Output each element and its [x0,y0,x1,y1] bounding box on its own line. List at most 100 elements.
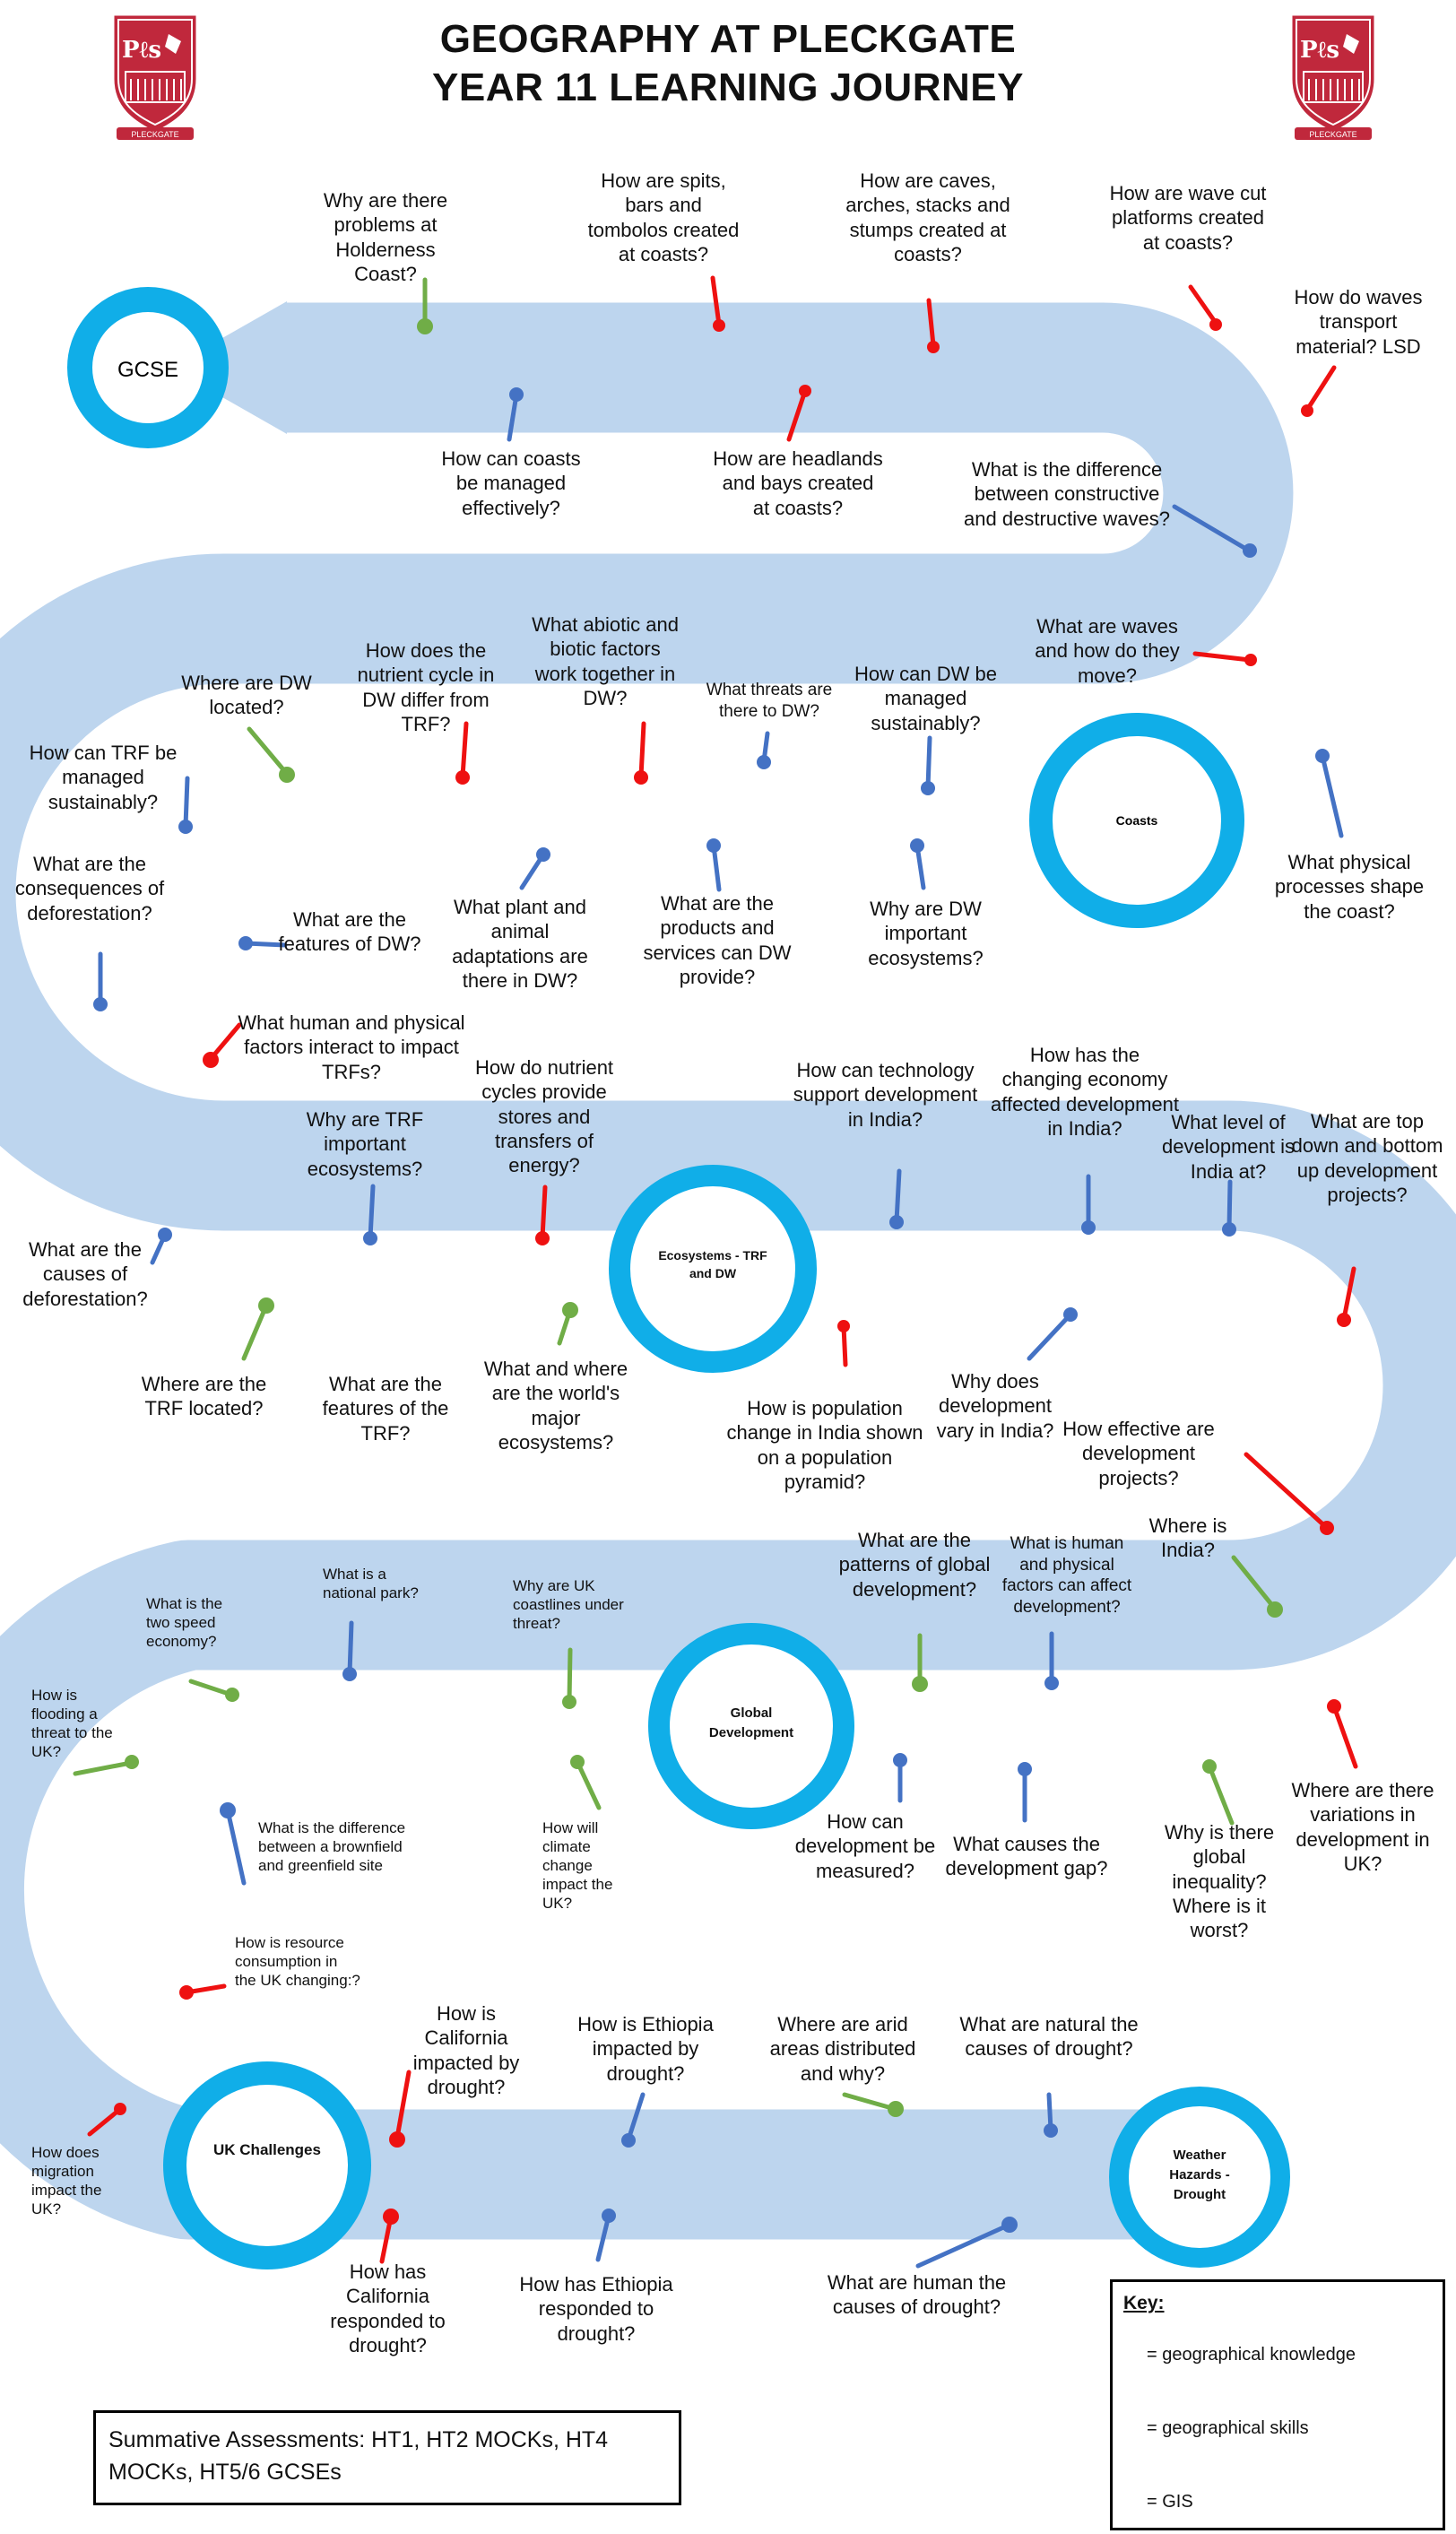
question-label: How can DW be managed sustainably? [854,663,997,734]
pin-skills [837,1320,850,1367]
question-label: How will climate change impact the UK? [542,1819,613,1913]
station-ecosystems-label: Ecosystems - TRF and DW [658,1248,767,1280]
pin-gis [1231,1555,1283,1618]
question-label: What causes the development gap? [945,1833,1108,1880]
question-label: Why is there global inequality? Where is… [1164,1821,1275,1942]
pin-knowledge [342,1620,357,1681]
pin-knowledge [757,731,771,769]
question-label: What human and physical factors interact… [238,1011,465,1083]
key-gis-label: = GIS [1147,2492,1193,2512]
pin-knowledge [915,2217,1018,2269]
question-label: What and where are the world's major eco… [483,1358,628,1454]
question-label: What threats are there to DW? [706,681,833,721]
pin-skills [1327,1699,1358,1769]
pin-knowledge [220,1802,247,1886]
question-label: How is California impacted by drought? [412,2002,520,2098]
station-gcse-label: GCSE [117,358,178,382]
question-label: What level of development is India at? [1162,1111,1295,1183]
pin-knowledge [889,1168,904,1229]
question-label: How are headlands and bays created at co… [713,447,883,519]
question-label: What physical processes shape the coast? [1274,851,1425,923]
station-coasts: Coasts [1029,713,1244,928]
pin-knowledge [1018,1762,1032,1823]
pin-knowledge [910,838,926,890]
pin-skills [1301,365,1337,417]
pin-skills [1244,1452,1334,1535]
page-title-line2: YEAR 11 LEARNING JOURNEY [432,65,1024,109]
question-label: Why are there problems at Holderness Coa… [323,189,448,285]
pin-skills [87,2103,126,2137]
crest-monogram: Pℓs [122,37,161,64]
question-label: What are the causes of deforestation? [22,1238,148,1310]
pin-skills [1188,284,1222,331]
school-crest-right: Pℓs PLECKGATE [1289,13,1377,140]
question-label: How is resource consumption in the UK ch… [235,1934,360,1990]
pin-gis [188,1679,239,1702]
pin-knowledge [621,2092,646,2148]
question-label: How are spits, bars and tombolos created… [587,169,740,265]
question-label: How is flooding a threat to the UK? [31,1687,113,1761]
station-global-development: Global Development [648,1623,854,1829]
pin-knowledge [93,951,108,1011]
key-skills-label: = geographical skills [1147,2418,1309,2438]
pin-skills [203,1022,242,1068]
station-uk-label: UK Challenges [213,2141,321,2158]
pin-knowledge [507,387,524,442]
key-knowledge-label: = geographical knowledge [1147,2345,1356,2365]
pin-skills [535,1185,550,1245]
pin-skills [389,2070,412,2148]
question-label: Where are the TRF located? [141,1373,267,1420]
pin-knowledge [150,1228,172,1265]
question-label: What plant and animal adaptations are th… [452,896,588,992]
question-label: How effective are development projects? [1062,1418,1215,1489]
pin-knowledge [921,735,935,795]
question-label: Why are DW important ecosystems? [868,898,984,969]
pin-knowledge [1222,1179,1236,1237]
page-title-line1: GEOGRAPHY AT PLECKGATE [439,17,1017,61]
pin-gis [842,2092,904,2117]
pin-knowledge [595,2209,616,2262]
question-label: What are the patterns of global developm… [838,1529,991,1601]
pin-skills [1337,1266,1356,1327]
question-label: How does the nutrient cycle in DW differ… [357,639,495,735]
question-label: Why does development vary in India? [936,1370,1054,1442]
pin-gis [1202,1759,1235,1826]
summative-line1: Summative Assessments: HT1, HT2 MOCKs, H… [108,2427,609,2452]
pin-knowledge [178,776,193,834]
pin-skills [455,721,470,785]
question-label: How is population change in India shown … [726,1397,923,1493]
question-label: How can technology support development i… [793,1059,978,1131]
question-label: What are the features of the TRF? [322,1373,449,1445]
pin-knowledge [1172,504,1257,558]
question-label: What are top down and bottom up developm… [1291,1110,1443,1206]
question-label: Where are arid areas distributed and why… [769,2013,916,2085]
station-uk-challenges: UK Challenges [163,2061,371,2269]
pin-knowledge [1315,749,1344,838]
pin-gis [562,1647,576,1709]
question-label: What is the difference between a brownfi… [258,1819,406,1875]
question-pins [73,275,1358,2269]
question-label: Where is India? [1148,1514,1227,1562]
pin-skills [710,275,725,332]
pin-knowledge [519,847,550,890]
pin-gis [557,1302,578,1346]
pin-knowledge [706,838,722,892]
question-label: How has the changing economy affected de… [991,1044,1179,1140]
pin-gis [241,1297,274,1361]
pin-knowledge [1044,1631,1059,1690]
pin-gis [912,1633,928,1692]
key-box: Key: = geographical knowledge = geograph… [1110,2279,1445,2530]
crest-motto: PLECKGATE [131,130,178,139]
question-label: How can development be measured? [794,1810,936,1882]
question-label: What abiotic and biotic factors work tog… [532,613,679,709]
question-label: Where are DW located? [181,672,312,719]
pin-skills [786,385,811,442]
question-label: What are the consequences of deforestati… [14,853,165,924]
pin-skills [179,1983,227,2000]
school-crest-left: Pℓs PLECKGATE [111,13,199,140]
question-label: How has California responded to drought? [330,2261,446,2356]
question-label: How does migration impact the UK? [31,2144,102,2218]
pin-knowledge [1081,1174,1096,1235]
pin-gis [417,277,433,334]
question-label: Why are UK coastlines under threat? [513,1577,624,1633]
